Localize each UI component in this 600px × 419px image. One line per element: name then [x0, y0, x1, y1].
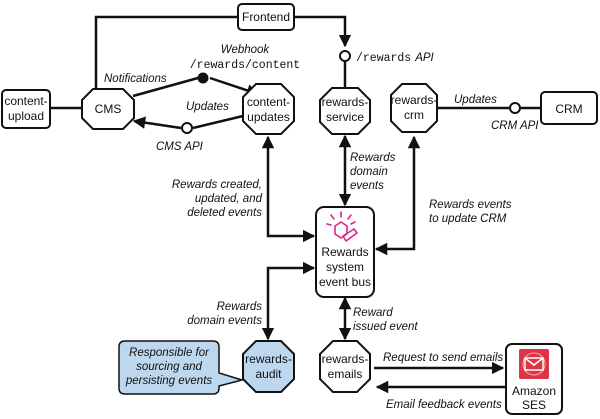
- rewards-domain-events-top-line1: Rewards: [350, 152, 396, 164]
- rewards-api-socket-icon: [339, 50, 351, 62]
- amazon-ses-label-line1: Amazon: [512, 384, 556, 398]
- rewards-emails-label-line1: rewards-: [322, 352, 369, 366]
- ses-envelope-icon: [519, 349, 549, 379]
- rewards-created-line2: updated, and: [195, 193, 263, 205]
- rewards-audit-node[interactable]: rewards- audit: [242, 340, 295, 393]
- content-updates-node[interactable]: content- updates: [242, 83, 295, 135]
- audit-callout: Responsible for sourcing and persisting …: [118, 340, 245, 395]
- request-emails-label: Request to send emails: [383, 352, 503, 364]
- rewards-domain-events-top-line2: domain: [350, 166, 388, 178]
- crm-api-label: CRM API: [491, 120, 539, 132]
- updates-crm-label: Updates: [454, 94, 497, 106]
- rewards-domain-events-left-line1: Rewards: [217, 301, 263, 313]
- amazon-ses-node[interactable]: Amazon SES: [505, 343, 563, 415]
- rewards-crm-label-line2: crm: [404, 108, 424, 122]
- rewards-service-node[interactable]: rewards- service: [319, 87, 371, 135]
- cms-node[interactable]: CMS: [81, 88, 135, 130]
- rewards-events-crm-line2: to update CRM: [429, 213, 507, 225]
- frontend-label: Frontend: [242, 10, 290, 24]
- frontend-node[interactable]: Frontend: [237, 3, 295, 31]
- rewards-events-crm-line1: Rewards events: [429, 199, 512, 211]
- rewards-emails-node[interactable]: rewards- emails: [319, 340, 371, 393]
- cms-api-arrow: [132, 116, 182, 130]
- notifications-line: [132, 76, 199, 98]
- content-updates-label-line1: content-: [247, 95, 290, 109]
- content-upload-label-line2: upload: [8, 109, 44, 123]
- bus-audit-arrow: [261, 261, 316, 341]
- callout-line2: sourcing and: [136, 361, 202, 373]
- connectors: [50, 15, 541, 394]
- rewards-service-label-line2: service: [326, 110, 364, 124]
- rewards-domain-events-top-line3: events: [350, 180, 384, 192]
- webhook-dot-icon: [197, 72, 209, 84]
- rewards-domain-events-left-line2: domain events: [187, 315, 262, 327]
- reward-issued-line2: issued event: [353, 321, 418, 333]
- reward-issued-line1: Reward: [353, 307, 393, 319]
- event-bus-node[interactable]: Rewards system event bus: [315, 206, 375, 298]
- cms-api-label: CMS API: [156, 141, 204, 153]
- amazon-ses-label-line2: SES: [522, 398, 546, 412]
- event-bus-label-line2: system: [326, 260, 364, 274]
- updates-line: [192, 114, 244, 130]
- crm-label: CRM: [555, 102, 582, 116]
- content-updates-bus-arrow: [261, 135, 316, 243]
- content-updates-label-line2: updates: [247, 110, 290, 124]
- event-bus-label-line3: event bus: [319, 275, 371, 289]
- crm-api-socket-icon: [509, 102, 521, 114]
- cms-frontend-line: [94, 15, 238, 89]
- content-upload-node[interactable]: content- upload: [1, 89, 51, 129]
- event-bus-label-line1: Rewards: [321, 245, 368, 259]
- rewards-created-line1: Rewards created,: [172, 179, 262, 191]
- rewards-audit-label-line1: rewards-: [245, 352, 292, 366]
- crm-bus-arrow: [374, 135, 421, 256]
- notifications-label: Notifications: [104, 73, 167, 85]
- rewards-crm-label-line1: rewards-: [391, 93, 438, 107]
- edge-labels: Webhook /rewards/content Notifications U…: [104, 44, 539, 411]
- callout-line1: Responsible for: [129, 347, 210, 359]
- cms-api-socket-icon: [181, 122, 193, 134]
- crm-node[interactable]: CRM: [540, 91, 598, 125]
- webhook-label: Webhook: [221, 44, 271, 56]
- updates-cms-label: Updates: [186, 101, 229, 113]
- webhook-path-label: /rewards/content: [190, 59, 300, 72]
- rewards-service-label-line1: rewards-: [322, 95, 369, 109]
- rewards-created-line3: deleted events: [187, 207, 262, 219]
- eventbridge-icon: [326, 211, 358, 242]
- frontend-rewards-api-arrow: [294, 15, 352, 48]
- content-upload-label-line1: content-: [4, 94, 47, 108]
- cms-label: CMS: [95, 102, 122, 116]
- rewards-audit-label-line2: audit: [255, 367, 282, 381]
- email-feedback-label: Email feedback events: [386, 399, 502, 411]
- callout-line3: persisting events: [125, 375, 213, 387]
- rewards-emails-label-line2: emails: [328, 367, 363, 381]
- rewards-crm-node[interactable]: rewards- crm: [390, 83, 438, 133]
